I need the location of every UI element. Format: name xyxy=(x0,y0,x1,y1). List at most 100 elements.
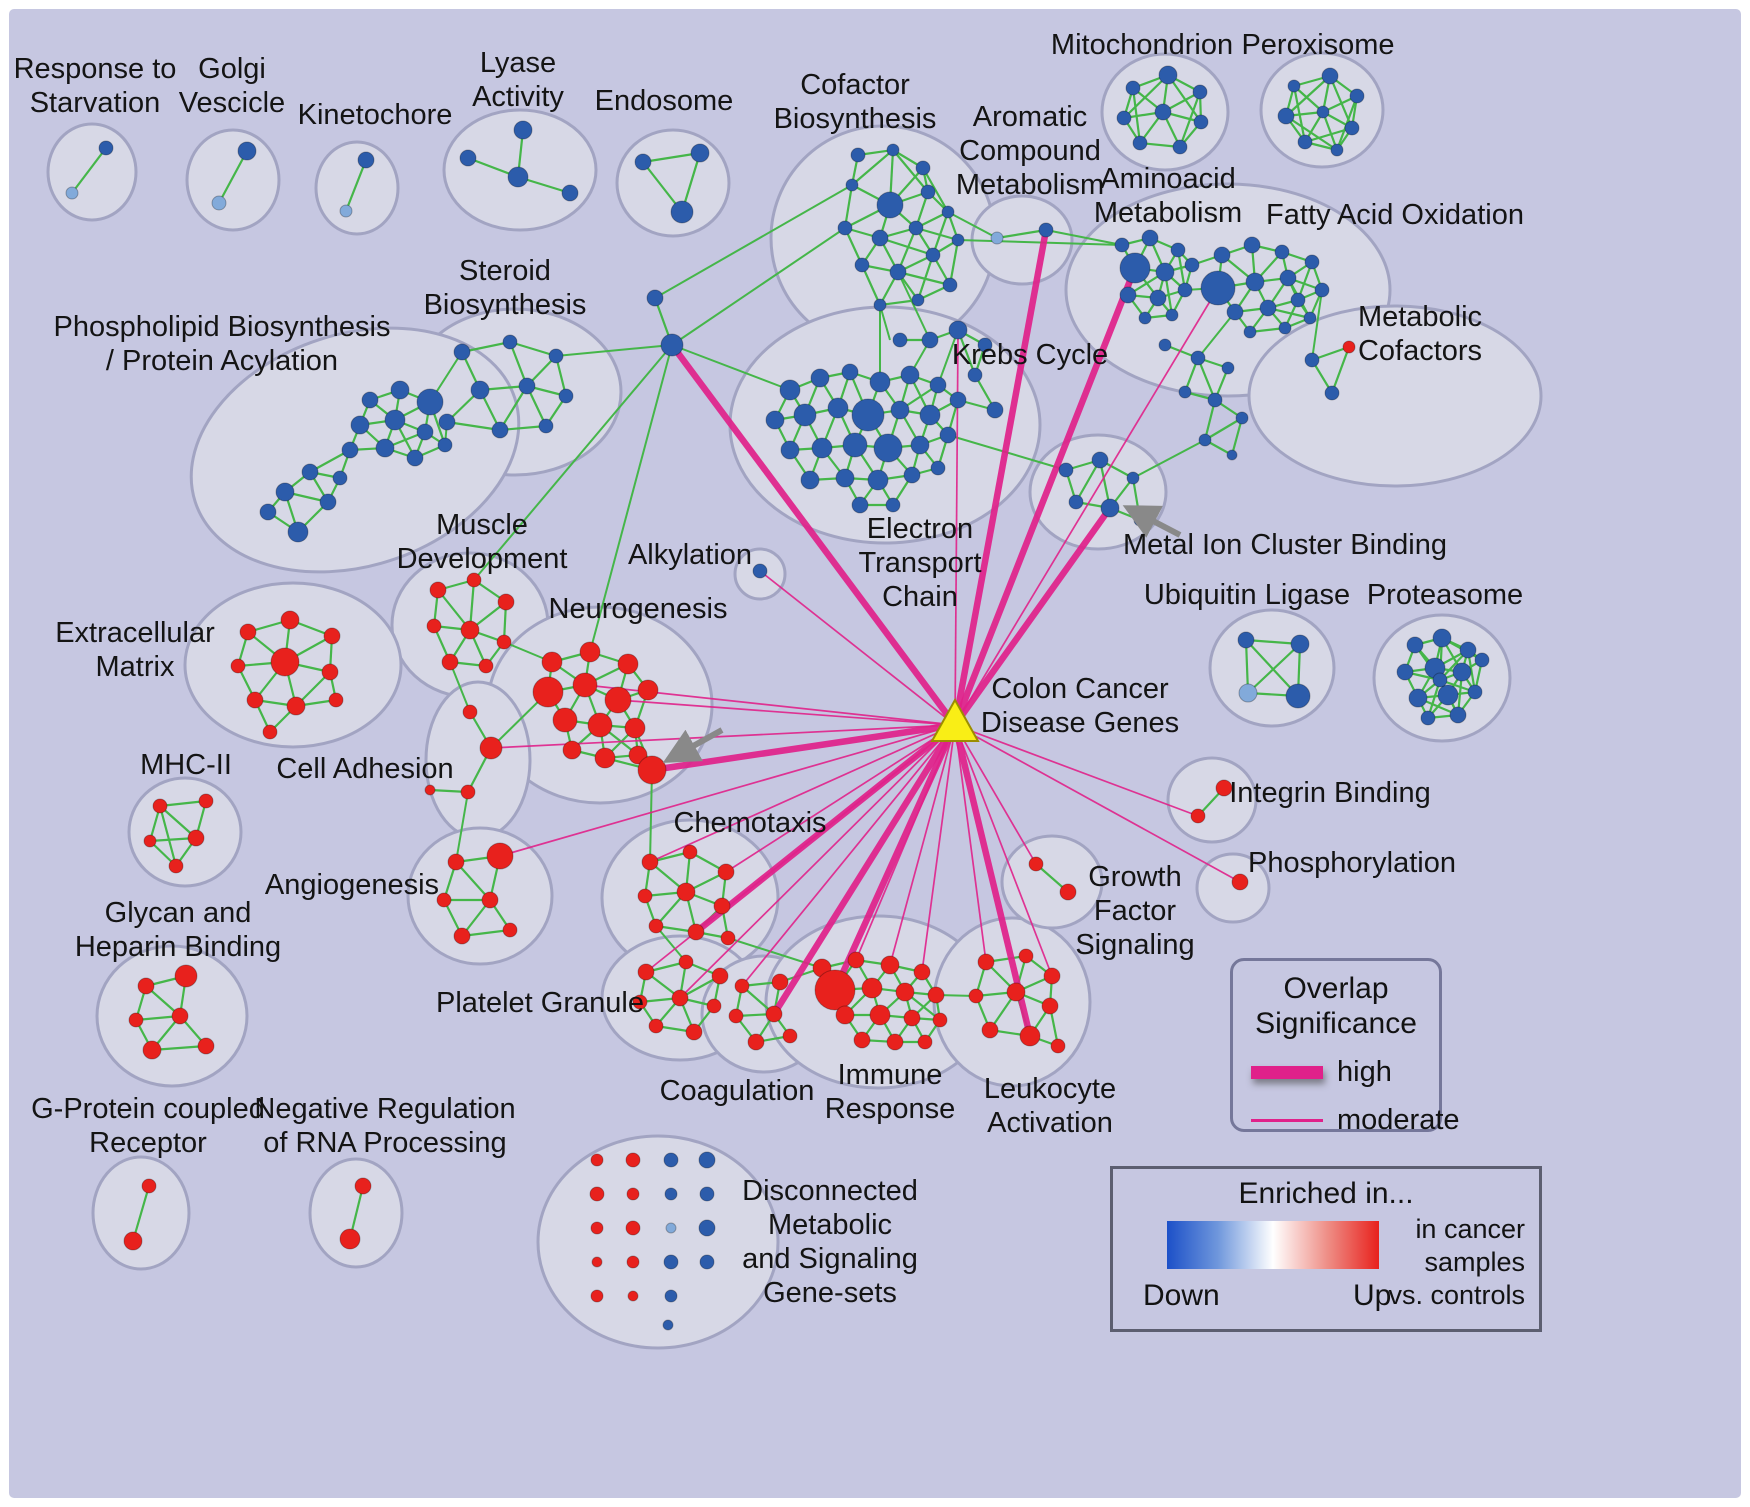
gene-set-node-electron-transport-chain xyxy=(949,391,967,409)
gene-set-node-integrin-binding xyxy=(1215,779,1233,797)
gene-set-node-mitochondrion xyxy=(1125,80,1141,96)
gene-set-node-immune-response xyxy=(814,969,856,1011)
gene-set-node-steroid-biosynthesis xyxy=(438,413,456,431)
gene-set-node-metal-ion-cluster-binding xyxy=(1068,494,1084,510)
cluster-edge-cofactor-biosynthesis xyxy=(879,236,934,257)
gene-set-node-electron-transport-chain xyxy=(903,466,921,484)
gene-set-node-proteasome xyxy=(1432,672,1448,688)
gene-set-node-neurogenesis xyxy=(628,745,648,765)
gene-set-node-steroid-biosynthesis xyxy=(470,380,490,400)
legend-enriched-in: Enriched in... Down Up in cancer samples… xyxy=(1110,1166,1542,1332)
gene-set-node-connector xyxy=(646,289,664,307)
overlap-edge-moderate xyxy=(954,724,1241,883)
gene-set-node-platelet-granule xyxy=(632,994,648,1010)
gene-set-node-electron-transport-chain xyxy=(867,469,889,491)
overlap-edge-high xyxy=(832,723,958,992)
gene-set-node-muscle-development xyxy=(441,653,459,671)
gene-set-node-phospholipid-biosynthesis xyxy=(301,463,319,481)
legend-enriched-title: Enriched in... xyxy=(1238,1177,1414,1210)
gene-set-node-neurogenesis xyxy=(617,653,639,675)
gene-set-node-mitochondrion xyxy=(1132,135,1148,151)
gene-set-node-cofactor-biosynthesis xyxy=(951,233,965,247)
cluster-edge-steroid-biosynthesis xyxy=(461,340,511,354)
gene-set-node-electron-transport-chain xyxy=(827,397,849,419)
enrichment-note: in cancer samples vs. controls xyxy=(1388,1214,1525,1310)
cluster-edge-cofactor-biosynthesis xyxy=(860,264,882,306)
overlap-edge-moderate xyxy=(679,724,956,999)
overlap-high-swatch xyxy=(1251,1066,1323,1079)
gene-set-node-phospholipid-biosynthesis xyxy=(350,415,370,435)
gene-set-node-mitochondrion xyxy=(1193,114,1209,130)
gene-set-node-aminoacid-metabolism xyxy=(1138,311,1152,325)
gene-set-node-phospholipid-biosynthesis xyxy=(406,449,424,467)
cluster-bubble-phosphorylation xyxy=(1195,852,1271,924)
intercluster-edge xyxy=(947,211,998,239)
gene-set-node-cell-adhesion xyxy=(460,784,476,800)
gene-set-node-disconnected-gene-sets xyxy=(625,1220,641,1236)
gene-set-node-chemotaxis xyxy=(720,930,736,946)
gene-set-node-peroxisome xyxy=(1316,105,1330,119)
gene-set-node-fatty-acid-oxidation xyxy=(1243,236,1261,254)
overlap-edge-high xyxy=(771,723,958,1016)
gene-set-node-aminoacid-metabolism xyxy=(1141,229,1159,247)
gene-set-node-neurogenesis xyxy=(604,686,632,714)
gene-set-node-glycan-heparin-binding xyxy=(128,1012,144,1028)
cluster-bubble-mhc-ii xyxy=(127,776,243,888)
gene-set-node-extracellular-matrix xyxy=(262,724,278,740)
gene-set-node-fatty-acid-oxidation xyxy=(1200,270,1236,306)
gene-set-node-growth-factor-signaling xyxy=(1059,883,1077,901)
gene-set-node-immune-response xyxy=(853,1031,871,1049)
gene-set-node-neurogenesis xyxy=(637,755,667,785)
gene-set-node-golgi-vescicle xyxy=(211,195,227,211)
gene-set-node-endosome xyxy=(670,200,694,224)
gene-set-node-fatty-acid-oxidation xyxy=(1243,325,1257,339)
gene-set-node-ubiquitin-ligase xyxy=(1237,631,1255,649)
gene-set-node-proteasome xyxy=(1406,636,1424,654)
gene-set-node-metal-ion-cluster-binding xyxy=(1100,498,1120,518)
gene-set-node-steroid-biosynthesis xyxy=(548,348,564,364)
overlap-edge-moderate xyxy=(759,570,956,726)
gene-set-node-immune-response xyxy=(927,986,945,1004)
gene-set-node-mhc-ii xyxy=(143,834,157,848)
gene-set-node-aromatic-compound-metabolism xyxy=(1038,222,1054,238)
gene-set-node-cofactor-biosynthesis xyxy=(876,191,904,219)
gene-set-node-krebs-cycle xyxy=(986,401,1004,419)
gene-set-node-metabolic-cofactors xyxy=(1304,352,1320,368)
gene-set-node-phospholipid-biosynthesis xyxy=(259,503,277,521)
gene-set-node-muscle-development xyxy=(429,581,447,599)
gene-set-node-metal-ion-cluster-binding xyxy=(1058,462,1074,478)
gene-set-node-angiogenesis xyxy=(447,853,465,871)
gene-set-node-muscle-development xyxy=(496,634,512,650)
cluster-edge-peroxisome xyxy=(1335,95,1359,151)
overlap-high-label: high xyxy=(1337,1056,1392,1088)
gene-set-node-platelet-granule xyxy=(648,1018,664,1034)
intercluster-edge xyxy=(655,925,687,963)
gene-set-node-disconnected-gene-sets xyxy=(699,1254,715,1270)
gene-set-node-cofactor-biosynthesis xyxy=(850,147,866,163)
cluster-edge-steroid-biosynthesis xyxy=(499,385,528,431)
gene-set-node-cell-adhesion xyxy=(479,736,503,760)
gene-set-node-chemotaxis xyxy=(713,897,731,915)
gene-set-node-cofactor-biosynthesis xyxy=(845,178,859,192)
cluster-edge-metabolic-branch xyxy=(1196,357,1217,401)
cluster-edge-mitochondrion xyxy=(1167,74,1202,123)
gene-set-node-fatty-acid-oxidation xyxy=(1303,311,1317,325)
gene-set-node-cofactor-biosynthesis xyxy=(889,263,907,281)
cluster-edge-cofactor-biosynthesis xyxy=(915,226,959,242)
gene-set-node-muscle-development xyxy=(478,658,494,674)
gene-set-node-neurogenesis xyxy=(587,712,613,738)
gene-set-node-platelet-granule xyxy=(671,989,689,1007)
gene-set-node-immune-response xyxy=(917,1034,933,1050)
intercluster-edge xyxy=(1132,439,1206,479)
gene-set-node-proteasome xyxy=(1420,710,1436,726)
gene-set-node-aminoacid-metabolism xyxy=(1165,308,1179,322)
gene-set-node-mhc-ii xyxy=(187,829,205,847)
gene-set-node-electron-transport-chain xyxy=(873,433,903,463)
gene-set-node-extracellular-matrix xyxy=(239,623,257,641)
gene-set-node-negative-regulation-rna-processing xyxy=(354,1177,372,1195)
gene-set-node-immune-response xyxy=(932,1012,948,1028)
gene-set-node-aminoacid-metabolism xyxy=(1170,242,1186,258)
gene-set-node-platelet-granule xyxy=(678,954,694,970)
gene-set-node-chemotaxis xyxy=(676,882,696,902)
gene-set-node-neurogenesis xyxy=(624,717,646,739)
